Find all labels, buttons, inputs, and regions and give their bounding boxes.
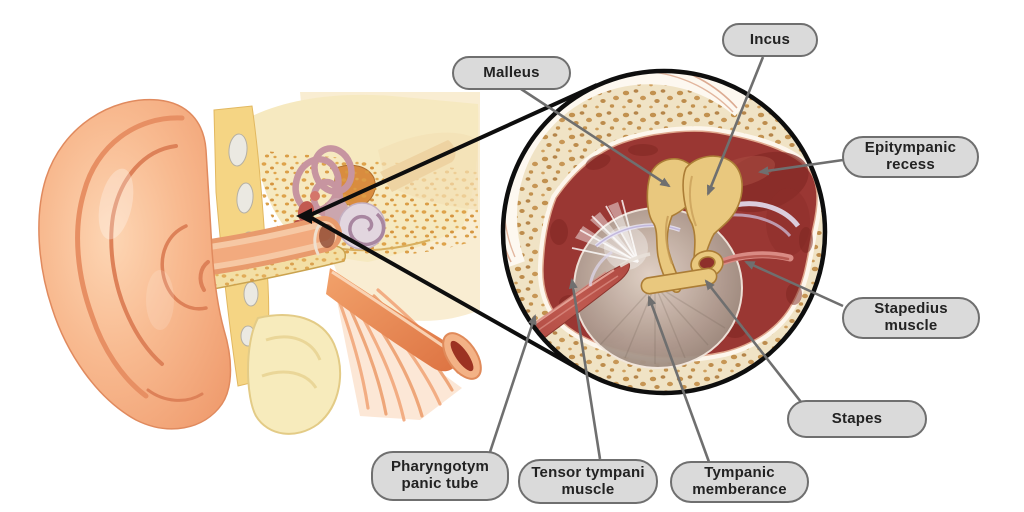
cochlea: [338, 202, 386, 250]
pinna-outer-ear: [38, 98, 232, 430]
magnifier-apex-arrow: [296, 208, 312, 224]
ligament-strands: [588, 201, 800, 287]
stapedius-callout-line: [744, 260, 844, 308]
tensor-callout-line: [568, 278, 602, 460]
incus-bone: [682, 155, 743, 268]
magnifier-circle-outline: [500, 68, 828, 396]
label-pharyngotympanic-tube: Pharyngotym panic tube: [371, 451, 509, 501]
label-stapes: Stapes: [787, 400, 927, 438]
ear-canal: [186, 216, 342, 276]
stapes-bone: [640, 250, 724, 295]
epitympanic-callout-line: [758, 158, 844, 176]
label-tensor-tympani-muscle: Tensor tympani muscle: [518, 459, 658, 504]
stapes-callout-line: [704, 279, 803, 403]
pharyngotympanic-callout-line: [488, 314, 537, 453]
stapedius-strand: [718, 251, 794, 266]
label-epitympanic-recess: Epitympanic recess: [842, 136, 979, 178]
label-incus: Incus: [722, 23, 818, 57]
jaw-bone: [247, 314, 341, 435]
tympanic-callout-line: [647, 295, 711, 463]
ear-cross-section-illustration: [38, 92, 482, 435]
magnified-middle-ear-view: [500, 68, 828, 396]
label-tympanic-membrane: Tympanic memberance: [670, 461, 809, 503]
label-stapedius-muscle: Stapedius muscle: [842, 297, 980, 339]
malleus-callout-line: [520, 87, 671, 188]
label-malleus: Malleus: [452, 56, 571, 90]
incus-callout-line: [706, 56, 765, 196]
callout-lines: [488, 56, 844, 463]
ossicles: [640, 155, 743, 295]
eustachian-tube: [326, 268, 482, 380]
